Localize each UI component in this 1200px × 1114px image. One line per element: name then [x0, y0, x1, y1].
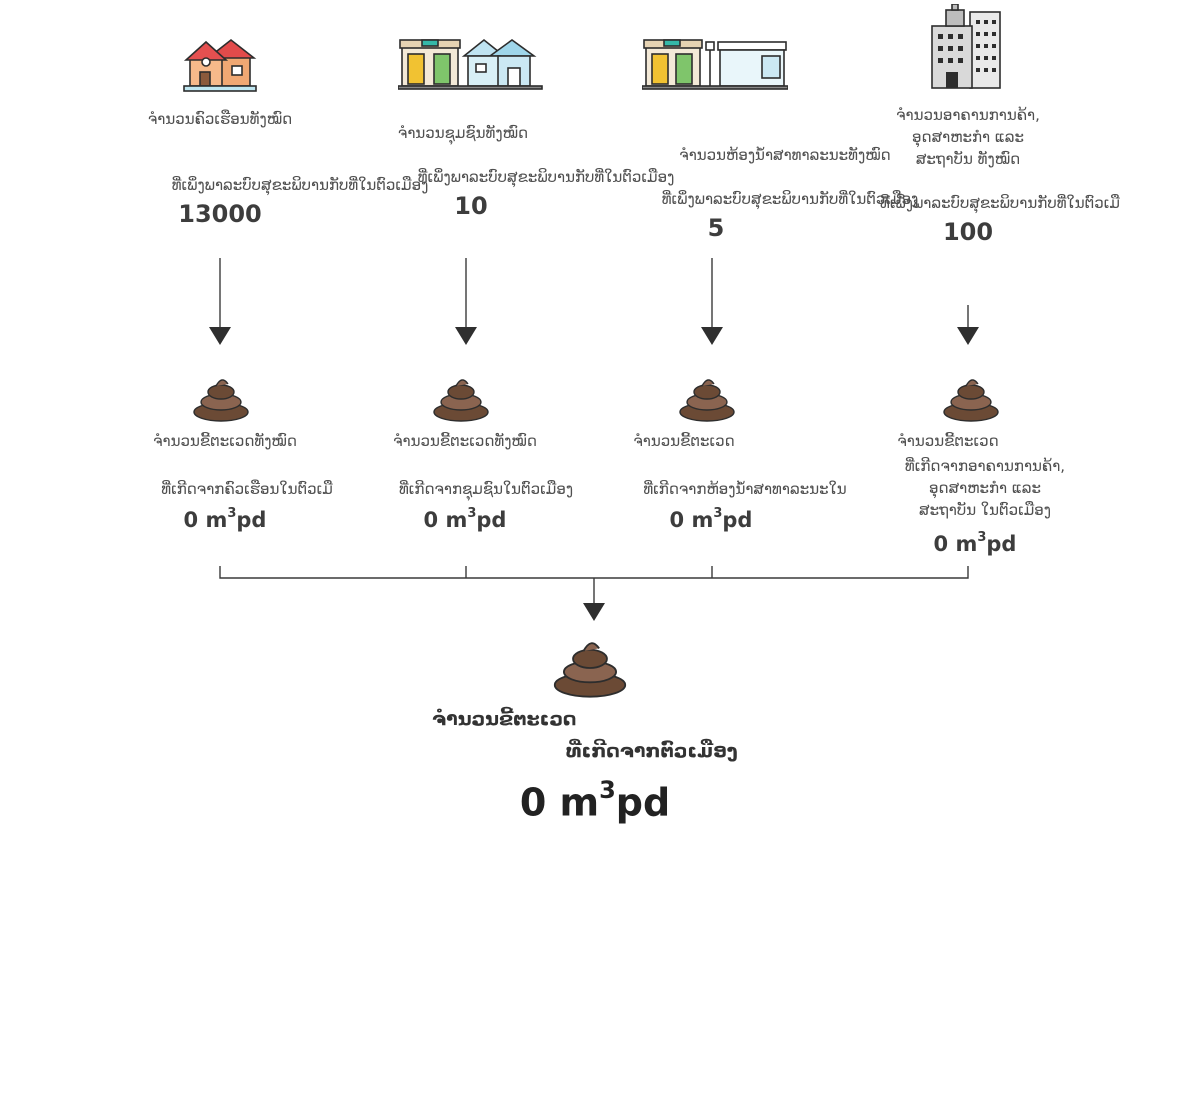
poop-icon — [193, 379, 249, 422]
flow-value-public-toilets: 0 m3pd — [669, 506, 753, 532]
flow-title-households: ຈຳນວນຂີ້ຕະເວດທັງໝົດ — [153, 432, 297, 450]
arrow-3 — [701, 327, 723, 345]
public-toilet-icon — [642, 39, 788, 90]
total-poop-icon — [553, 642, 627, 698]
source-title-communities: ຈຳນວນຊຸມຊົນທັງໝົດ — [397, 124, 529, 142]
source-count-communities: 10 — [454, 192, 488, 220]
source-count-public-toilets: 5 — [707, 214, 725, 242]
flow-value-communities: 0 m3pd — [423, 506, 507, 532]
arrow-2 — [455, 327, 477, 345]
flow-title-public-toilets: ຈຳນວນຂີ້ຕະເວດ — [633, 432, 735, 450]
source-subtitle-commercial: ທີ່ເພິ່ງພາລະບົບສຸຂະພິບານກັບທີ່ໃນຕົວເມືອງ — [880, 194, 1120, 212]
total-subtitle: ທີ່ເກີດຈາກຕົວເມືອງ — [566, 740, 738, 762]
office-buildings-icon — [931, 4, 1001, 89]
flow-title-communities: ຈຳນວນຂີ້ຕະເວດທັງໝົດ — [393, 432, 537, 450]
arrow-4 — [957, 327, 979, 345]
houses-icon — [183, 38, 257, 92]
flow-subtitle-households: ທີ່ເກີດຈາກຄົວເຮືອນໃນຕົວເມື — [161, 480, 333, 498]
source-count-commercial: 100 — [942, 218, 994, 246]
arrow-1 — [209, 327, 231, 345]
community-buildings-icon — [398, 38, 543, 90]
source-title-public-toilets: ຈຳນວນຫ້ອງນ້ຳສາທາລະນະທັງໝົດ — [679, 146, 891, 164]
poop-icon — [943, 379, 999, 422]
source-subtitle-communities: ທີ່ເພິ່ງພາລະບົບສຸຂະພິບານກັບທີ່ໃນຕົວເມືອງ — [417, 168, 675, 186]
flow-value-households: 0 m3pd — [183, 506, 267, 532]
source-title-commercial: ຈຳນວນອາຄານການຄ້າ, ອຸດສາຫະກຳ ແລະ ສະຖາບັນ … — [896, 106, 1040, 168]
poop-icon — [679, 379, 735, 422]
total-title: ຈຳນວນຂີ້ຕະເວດ — [432, 708, 577, 730]
poop-icon — [433, 379, 489, 422]
total-value: 0 m3pd — [519, 776, 671, 825]
source-subtitle-households: ທີ່ເພິ່ງພາລະບົບສຸຂະພິບານກັບທີ່ໃນຕົວເມືອງ — [171, 176, 429, 194]
source-title-households: ຈຳນວນຄົວເຮືອນທັງໝົດ — [147, 110, 293, 128]
flow-subtitle-commercial: ທີ່ເກີດຈາກອາຄານການຄ້າ, ອຸດສາຫະກຳ ແລະ ສະຖ… — [904, 457, 1066, 519]
source-count-households: 13000 — [178, 200, 262, 228]
source-subtitle-public-toilets: ທີ່ເພິ່ງພາລະບົບສຸຂະພິບານກັບທີ່ໃນຕົວເມືອງ — [661, 190, 919, 208]
arrow-total — [583, 603, 605, 621]
flow-title-commercial: ຈຳນວນຂີ້ຕະເວດ — [897, 432, 999, 450]
flow-value-commercial: 0 m3pd — [933, 530, 1017, 556]
flow-subtitle-public-toilets: ທີ່ເກີດຈາກຫ້ອງນ້ຳສາທາລະນະໃນ — [643, 480, 847, 498]
flow-subtitle-communities: ທີ່ເກີດຈາກຊຸມຊົນໃນຕົວເມືອງ — [398, 480, 574, 498]
